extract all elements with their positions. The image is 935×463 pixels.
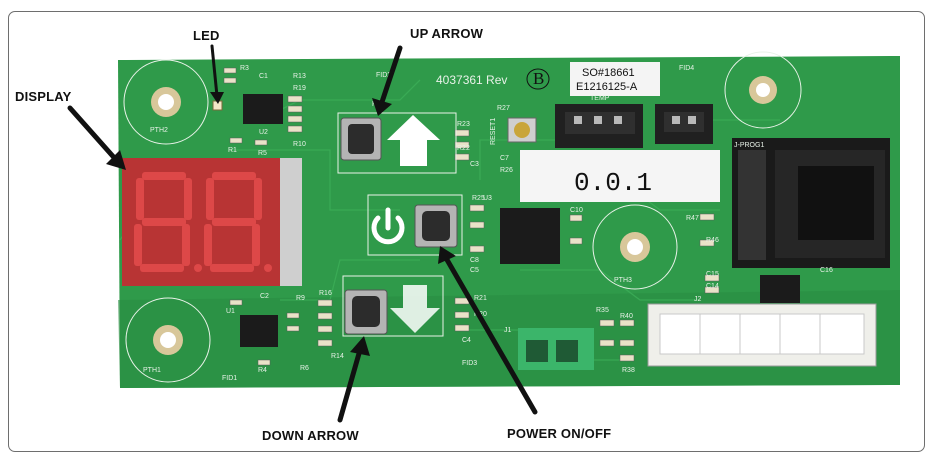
label-u3: U3 xyxy=(483,195,492,202)
label-r40: R40 xyxy=(620,313,633,320)
callout-display: DISPLAY xyxy=(15,89,72,104)
part-number: 4037361 Rev xyxy=(436,73,507,87)
label-r27: R27 xyxy=(497,105,510,112)
up-arrow-silk-box xyxy=(337,112,457,174)
label-c1: C1 xyxy=(259,73,268,80)
label-r13: R13 xyxy=(293,73,306,80)
label-r35: R35 xyxy=(596,307,609,314)
so-sticker xyxy=(570,62,660,96)
power-symbol-icon xyxy=(371,207,405,245)
label-r22: R22 xyxy=(457,145,470,152)
version-sticker xyxy=(520,150,720,202)
callout-down-arrow: DOWN ARROW xyxy=(262,428,359,443)
label-j1: J1 xyxy=(504,327,512,334)
ic-u1 xyxy=(240,315,278,347)
mounting-hole-pth3: PTH3 xyxy=(592,204,678,290)
rev-circle xyxy=(526,68,550,90)
reset-button[interactable] xyxy=(507,117,537,143)
label-pth1: PTH1 xyxy=(143,367,161,374)
label-c16: C16 xyxy=(820,267,833,274)
label-r25: R25 xyxy=(472,195,485,202)
callout-up-arrow: UP ARROW xyxy=(410,26,484,41)
label-c3: C3 xyxy=(470,161,479,168)
label-c4: C4 xyxy=(462,337,471,344)
callout-power: POWER ON/OFF xyxy=(507,426,612,441)
label-jprog: J-PROG1 xyxy=(734,142,764,149)
rev-letter: B xyxy=(533,69,544,88)
up-arrow-button[interactable] xyxy=(340,117,382,161)
label-r26: R26 xyxy=(500,167,513,174)
label-r6: R6 xyxy=(300,365,309,372)
label-c5: C5 xyxy=(470,267,479,274)
ic-u3 xyxy=(500,208,560,264)
mounting-hole-pth1: PTH1 xyxy=(125,297,211,383)
rj-jack xyxy=(732,138,890,268)
so-line2: E1216125-A xyxy=(576,81,638,93)
so-line1: SO#18661 xyxy=(582,67,635,79)
power-silk-box xyxy=(367,194,463,256)
label-r9: R9 xyxy=(296,295,305,302)
label-reset: RESET1 xyxy=(490,118,497,145)
label-c14: C14 xyxy=(706,283,719,290)
label-r38: R38 xyxy=(622,367,635,374)
label-r1: R1 xyxy=(228,147,237,154)
label-r14: R14 xyxy=(331,353,344,360)
label-r4: R4 xyxy=(258,367,267,374)
version-label: 0.0.1 xyxy=(574,168,652,198)
label-fid3: FID3 xyxy=(462,360,477,367)
mounting-hole-pth2: PTH2 xyxy=(123,59,209,145)
label-r5: R5 xyxy=(258,150,267,157)
label-r16: R16 xyxy=(319,290,332,297)
label-u2: U2 xyxy=(259,129,268,136)
temp-connector xyxy=(555,104,643,148)
down-arrow-icon xyxy=(390,285,440,333)
seven-segment-display xyxy=(122,158,302,286)
label-r10: R10 xyxy=(293,141,306,148)
label-fid1: FID1 xyxy=(222,375,237,382)
j2-white-connector xyxy=(647,303,877,367)
label-r47: R47 xyxy=(686,215,699,222)
ic-bottom-right xyxy=(760,275,800,303)
callout-led: LED xyxy=(193,28,220,43)
down-arrow-silk-box xyxy=(342,275,444,337)
label-pth3: PTH3 xyxy=(614,277,632,284)
mounting-hole-top-right xyxy=(724,51,802,129)
power-button[interactable] xyxy=(414,204,458,248)
label-fid4: FID4 xyxy=(679,65,694,72)
ic-u2 xyxy=(243,94,283,124)
label-c8: C8 xyxy=(470,257,479,264)
label-r46: R46 xyxy=(706,237,719,244)
smd-components xyxy=(223,67,720,366)
label-c2: C2 xyxy=(260,293,269,300)
label-r21: R21 xyxy=(474,295,487,302)
label-r23: R23 xyxy=(457,121,470,128)
down-arrow-button[interactable] xyxy=(344,289,388,335)
label-fid2: FID2 xyxy=(376,72,391,79)
label-pth2: PTH2 xyxy=(150,127,168,134)
label-r19: R19 xyxy=(293,85,306,92)
two-pin-connector xyxy=(655,104,713,144)
up-arrow-icon xyxy=(387,115,440,166)
callout-arrows xyxy=(67,44,538,423)
label-u1: U1 xyxy=(226,308,235,315)
label-c15: C15 xyxy=(706,271,719,278)
label-r3: R3 xyxy=(240,65,249,72)
label-c10: C10 xyxy=(570,207,583,214)
j1-terminal-connector xyxy=(518,328,594,370)
label-temp: TEMP xyxy=(590,95,610,102)
label-j2: J2 xyxy=(694,296,702,303)
label-c7: C7 xyxy=(500,155,509,162)
